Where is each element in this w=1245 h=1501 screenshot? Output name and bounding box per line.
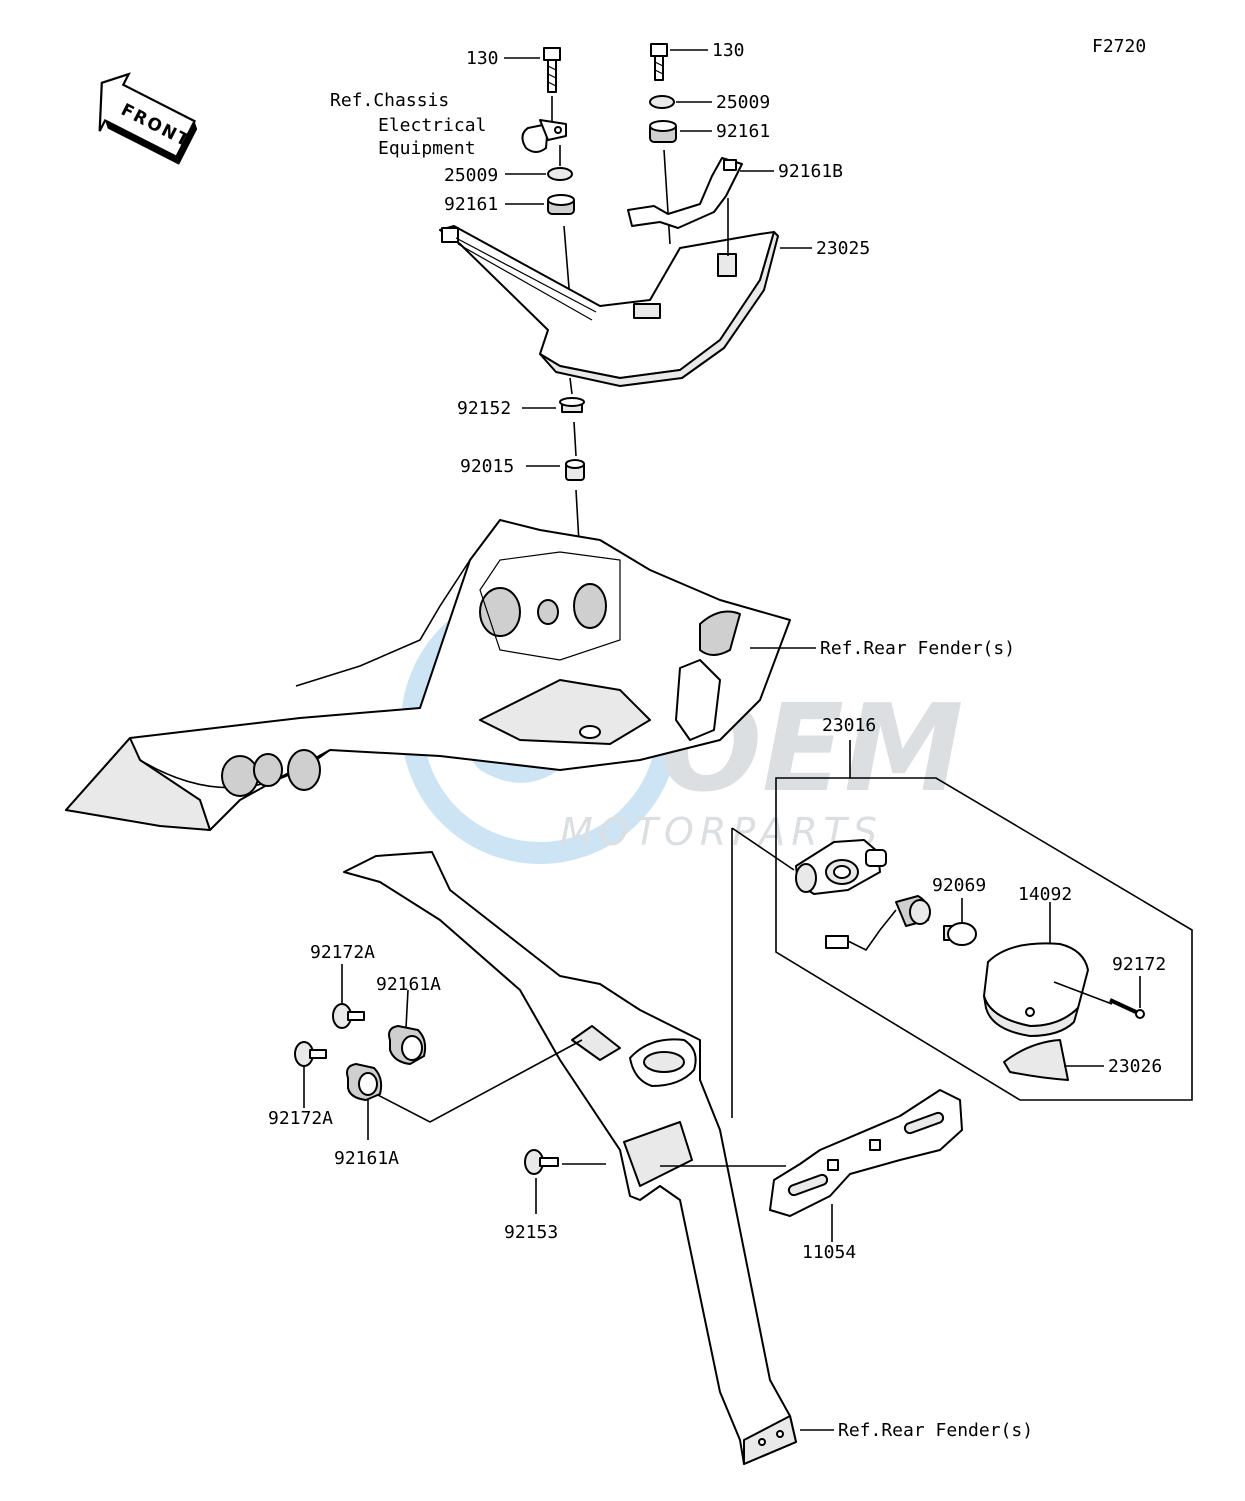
bolt-130-right-icon: [650, 43, 668, 81]
wire-socket-icon: [825, 895, 931, 952]
grommet-92161-left-icon: [547, 194, 575, 215]
reflector-23026-icon: [1003, 1039, 1069, 1081]
front-arrow-icon: FRONT: [98, 72, 198, 165]
screw-92172-icon: [1109, 998, 1145, 1019]
washer-25009-right-icon: [649, 95, 675, 109]
bolt-92153-icon: [524, 1149, 559, 1175]
bracket-11054-icon: [769, 1089, 963, 1217]
label-92161A-upper[interactable]: 92161A: [376, 974, 441, 995]
tail-lamp-23025-icon: [439, 225, 779, 387]
label-23016[interactable]: 23016: [822, 715, 876, 736]
collar-92152-icon: [559, 397, 585, 413]
label-25009-left[interactable]: 25009: [444, 165, 498, 186]
label-14092[interactable]: 14092: [1018, 884, 1072, 905]
label-92172A-lower[interactable]: 92172A: [268, 1108, 333, 1129]
grommet-92161-right-icon: [649, 120, 677, 143]
nut-92015-icon: [565, 459, 585, 481]
label-92153[interactable]: 92153: [504, 1222, 558, 1243]
label-92015[interactable]: 92015: [460, 456, 514, 477]
label-11054[interactable]: 11054: [802, 1242, 856, 1263]
label-130-left[interactable]: 130: [466, 48, 499, 69]
label-25009-right[interactable]: 25009: [716, 92, 770, 113]
label-92152[interactable]: 92152: [457, 398, 511, 419]
license-bracket-icon: [343, 851, 797, 1465]
label-23025[interactable]: 23025: [816, 238, 870, 259]
label-ref-rear-fender-lower[interactable]: Ref.Rear Fender(s): [838, 1420, 1033, 1441]
label-92161-left[interactable]: 92161: [444, 194, 498, 215]
label-23026[interactable]: 23026: [1108, 1056, 1162, 1077]
label-ref-chassis-2[interactable]: Electrical: [378, 115, 486, 136]
label-92172[interactable]: 92172: [1112, 954, 1166, 975]
washer-25009-left-icon: [547, 167, 573, 181]
diagram-id: F2720: [1092, 36, 1146, 57]
lamp-socket-icon: [795, 839, 887, 895]
bolt-92172A-upper-icon: [332, 1003, 365, 1029]
lens-14092-icon: [983, 942, 1089, 1037]
damper-92161A-upper-icon: [388, 1025, 427, 1065]
label-ref-rear-fender-upper[interactable]: Ref.Rear Fender(s): [820, 638, 1015, 659]
rear-fender-icon: [65, 519, 791, 831]
bracket-92161B-icon: [627, 157, 743, 229]
damper-92161A-lower-icon: [346, 1063, 383, 1101]
turn-signal-bracket-line: [775, 740, 1193, 1101]
label-92172A-upper[interactable]: 92172A: [310, 942, 375, 963]
bulb-92069-icon: [943, 922, 977, 946]
label-92161A-lower[interactable]: 92161A: [334, 1148, 399, 1169]
label-ref-chassis-3[interactable]: Equipment: [378, 138, 476, 159]
label-92069[interactable]: 92069: [932, 875, 986, 896]
label-ref-chassis-1[interactable]: Ref.Chassis: [330, 90, 449, 111]
label-92161-right[interactable]: 92161: [716, 121, 770, 142]
bolt-92172A-lower-icon: [294, 1041, 327, 1067]
cable-clamp-icon: [521, 119, 567, 153]
bolt-130-left-icon: [543, 47, 561, 93]
damper-leader-line: [375, 1039, 583, 1123]
label-92161B[interactable]: 92161B: [778, 161, 843, 182]
watermark-sub: MOTORPARTS: [560, 810, 883, 854]
label-130-right[interactable]: 130: [712, 40, 745, 61]
